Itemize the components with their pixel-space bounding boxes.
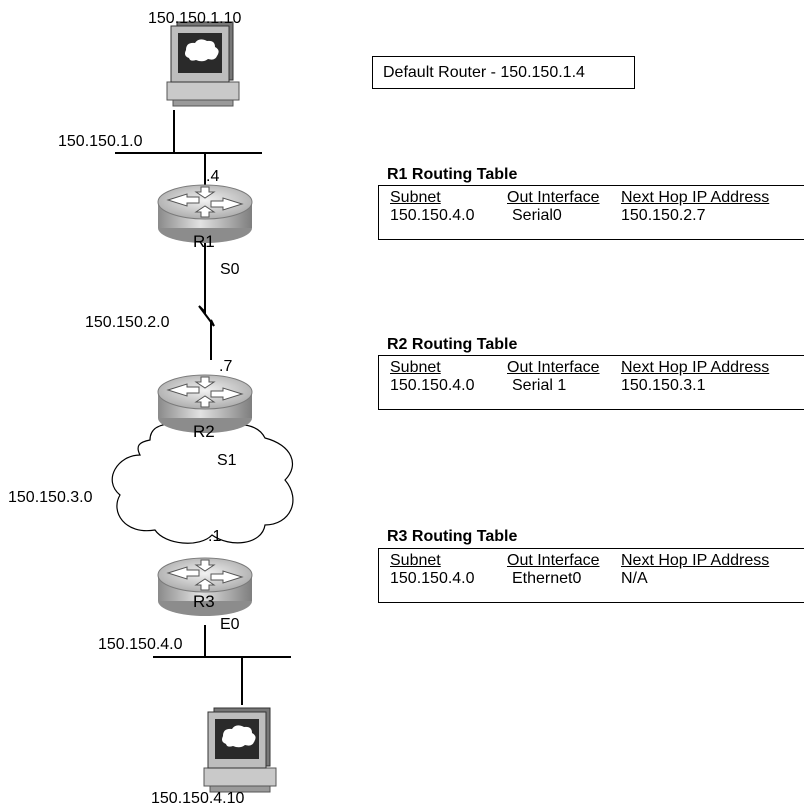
r2-cell-subnet: 150.150.4.0 <box>390 377 475 394</box>
r2-serial-ip: .7 <box>219 358 232 375</box>
r1-lan-ip: .4 <box>206 168 219 185</box>
r2-header-out-interface: Out Interface <box>507 359 600 376</box>
r1-header-next-hop: Next Hop IP Address <box>621 189 770 206</box>
r1-cell-subnet: 150.150.4.0 <box>390 207 475 224</box>
r3-cell-next-hop: N/A <box>621 570 648 587</box>
r1-cell-out-interface: Serial0 <box>512 207 562 224</box>
r2-routing-table: Subnet Out Interface Next Hop IP Address… <box>378 355 804 410</box>
r2-name: R2 <box>193 422 215 441</box>
frame-relay-cloud <box>111 423 294 544</box>
r2-header-next-hop: Next Hop IP Address <box>621 359 770 376</box>
r2-cell-next-hop: 150.150.3.1 <box>621 377 706 394</box>
r3-cell-out-interface: Ethernet0 <box>512 570 582 587</box>
r2-routing-table-title: R2 Routing Table <box>387 336 518 353</box>
r2-header-subnet: Subnet <box>390 359 441 376</box>
r3-routing-table: Subnet Out Interface Next Hop IP Address… <box>378 548 804 603</box>
r2-cell-out-interface: Serial 1 <box>512 377 567 394</box>
host-top-pc[interactable] <box>166 21 240 107</box>
r3-name: R3 <box>193 592 215 611</box>
r3-cell-subnet: 150.150.4.0 <box>390 570 475 587</box>
lan1-subnet-label: 150.150.1.0 <box>58 133 143 150</box>
r3-cloud-ip: .1 <box>208 528 221 545</box>
r3-header-subnet: Subnet <box>390 552 441 569</box>
r1-interface: S0 <box>220 261 240 278</box>
r3-header-next-hop: Next Hop IP Address <box>621 552 770 569</box>
host-top-ip: 150.150.1.10 <box>148 10 242 27</box>
serial-link <box>198 242 215 360</box>
r3-interface: E0 <box>220 616 240 633</box>
r1-cell-next-hop: 150.150.2.7 <box>621 207 706 224</box>
links <box>115 110 291 705</box>
host-bottom-ip: 150.150.4.10 <box>151 790 245 807</box>
r3-header-out-interface: Out Interface <box>507 552 600 569</box>
frame-relay-subnet-label: 150.150.3.0 <box>8 489 93 506</box>
r1-header-subnet: Subnet <box>390 189 441 206</box>
lan4-subnet-label: 150.150.4.0 <box>98 636 183 653</box>
default-router-box: Default Router - 150.150.1.4 <box>372 56 635 89</box>
r1-name: R1 <box>193 232 215 251</box>
r2-interface: S1 <box>217 452 237 469</box>
r3-routing-table-title: R3 Routing Table <box>387 528 518 545</box>
host-bottom-pc[interactable] <box>203 707 277 793</box>
r1-header-out-interface: Out Interface <box>507 189 600 206</box>
r1-routing-table-title: R1 Routing Table <box>387 166 518 183</box>
r1-routing-table: Subnet Out Interface Next Hop IP Address… <box>378 185 804 240</box>
serial-subnet-label: 150.150.2.0 <box>85 314 170 331</box>
